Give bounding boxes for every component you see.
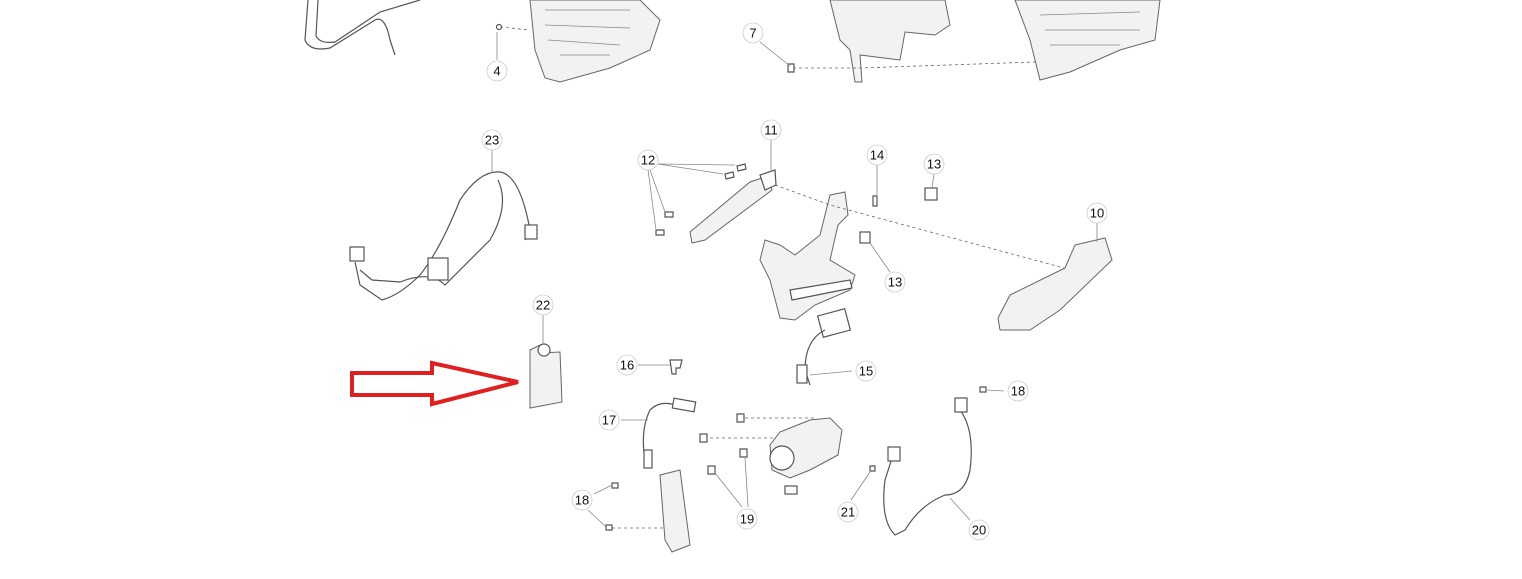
callout-23: 23	[481, 129, 503, 151]
svg-text:19: 19	[740, 512, 754, 527]
control-module-22	[529, 343, 563, 409]
callout-13: 13	[923, 153, 945, 175]
svg-text:23: 23	[485, 133, 499, 148]
seat-frame-center	[759, 191, 856, 321]
svg-text:13: 13	[888, 275, 902, 290]
sensor-17	[642, 397, 697, 469]
svg-text:12: 12	[641, 153, 655, 168]
callout-4: 4	[486, 60, 508, 82]
clip-16	[669, 359, 683, 375]
screws-12	[655, 163, 747, 236]
callout-11: 11	[760, 119, 782, 141]
callout-20: 20	[968, 519, 990, 541]
rear-panel	[829, 0, 951, 83]
callout-12: 12	[637, 149, 659, 171]
callout-22: 22	[532, 294, 554, 316]
svg-text:18: 18	[1011, 384, 1025, 399]
seat-frame-wire	[304, 0, 421, 56]
callout-21: 21	[837, 501, 859, 523]
svg-text:20: 20	[972, 523, 986, 538]
callout-19: 19	[736, 508, 758, 530]
callout-14: 14	[866, 144, 888, 166]
svg-text:21: 21	[841, 505, 855, 520]
callout-7: 7	[742, 22, 764, 44]
callout-16: 16	[616, 354, 638, 376]
seat-back-frame-left	[529, 0, 661, 83]
wire-harness-23	[349, 171, 538, 301]
svg-text:7: 7	[749, 26, 756, 41]
callout-15: 15	[855, 360, 877, 382]
motor-19	[769, 417, 843, 495]
svg-text:17: 17	[602, 413, 616, 428]
module-bracket-17	[659, 469, 691, 553]
seat-back-frame-right	[1014, 0, 1161, 81]
callout-18: 18	[571, 489, 593, 511]
callout-18: 18	[1007, 380, 1029, 402]
svg-text:10: 10	[1090, 206, 1104, 221]
module-bracket-11	[689, 169, 777, 244]
harness-20	[883, 397, 972, 536]
callout-13: 13	[884, 271, 906, 293]
callout-17: 17	[598, 409, 620, 431]
svg-text:16: 16	[620, 358, 634, 373]
svg-text:13: 13	[927, 157, 941, 172]
svg-text:11: 11	[764, 123, 778, 138]
svg-text:15: 15	[859, 364, 873, 379]
svg-text:14: 14	[870, 148, 884, 163]
switch-15	[796, 308, 852, 386]
svg-text:18: 18	[575, 493, 589, 508]
callout-10: 10	[1086, 202, 1108, 224]
highlight-arrow	[350, 360, 519, 407]
svg-text:22: 22	[536, 298, 550, 313]
svg-text:4: 4	[493, 64, 500, 79]
armrest-10	[997, 237, 1113, 331]
